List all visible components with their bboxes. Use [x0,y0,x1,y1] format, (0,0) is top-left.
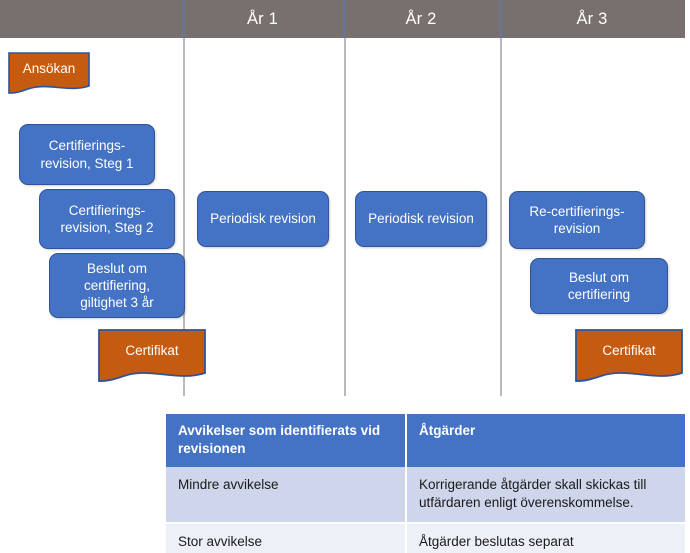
shape-certifieringsrevision-steg-1[interactable]: Certifierings-revision, Steg 1 [19,124,155,185]
table-cell-deviation: Stor avvikelse [166,522,407,553]
table-header-deviations: Avvikelser som identifierats vid revisio… [166,414,407,468]
header-label-year-2: År 2 [405,9,437,28]
deviations-table: Avvikelser som identifierats vid revisio… [166,414,685,553]
shape-certifikat-2[interactable]: Certifikat [575,329,683,385]
shape-certifieringsrevision-steg-1-label: Certifierings-revision, Steg 1 [40,138,134,171]
shape-ansokan[interactable]: Ansökan [8,52,90,96]
table-header-row: Avvikelser som identifierats vid revisio… [166,414,685,468]
shape-periodisk-revision-2[interactable]: Periodisk revision [355,191,487,247]
timeline-header-band [0,0,685,38]
document-shape-icon [98,329,206,382]
shape-re-certifieringsrevision[interactable]: Re-certifierings-revision [509,191,645,249]
header-label-year-3: År 3 [576,9,608,28]
table-row: Mindre avvikelse Korrigerande åtgärder s… [166,467,685,524]
table-header-actions: Åtgärder [406,414,685,468]
shape-periodisk-revision-1[interactable]: Periodisk revision [197,191,329,247]
document-shape-icon [8,52,90,94]
shape-certifieringsrevision-steg-2[interactable]: Certifierings-revision, Steg 2 [39,189,175,249]
table-cell-deviation: Mindre avvikelse [166,467,407,524]
header-separator-2 [343,0,346,38]
table-cell-action: Korrigerande åtgärder skall skickas till… [406,467,685,524]
shape-certifikat-1[interactable]: Certifikat [98,329,206,385]
column-divider-2 [344,38,346,396]
header-separator-1 [182,0,185,38]
header-label-year-1: År 1 [246,9,279,28]
table-cell-action: Åtgärder beslutas separat [406,522,685,553]
column-divider-3 [500,38,502,396]
table-row: Stor avvikelse Åtgärder beslutas separat [166,522,685,553]
shape-certifieringsrevision-steg-2-label: Certifierings-revision, Steg 2 [60,202,154,235]
shape-re-certifieringsrevision-label: Re-certifierings-revision [529,203,625,236]
header-separator-3 [499,0,502,38]
column-divider-1 [183,38,185,396]
shape-periodisk-revision-1-label: Periodisk revision [210,211,316,227]
shape-periodisk-revision-2-label: Periodisk revision [368,211,474,227]
document-shape-icon [575,329,683,382]
